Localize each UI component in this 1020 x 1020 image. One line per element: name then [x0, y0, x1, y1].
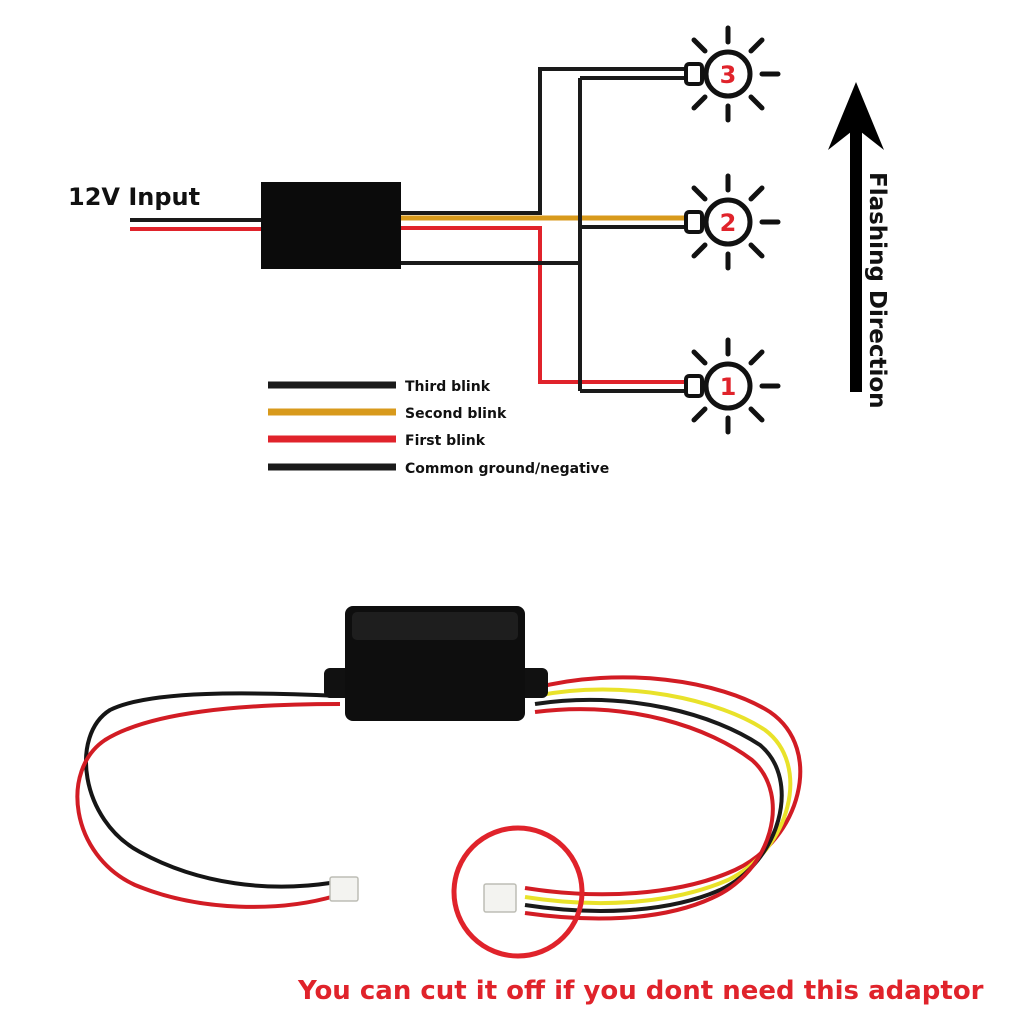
ground-wire-left [84, 691, 341, 889]
flasher-box-highlight [352, 612, 518, 640]
output-connector [483, 883, 517, 913]
bulb-2-icon: 2 [684, 173, 781, 271]
legend: Third blink Second blink First blink Com… [268, 379, 609, 477]
output-wires [401, 67, 690, 393]
mount-tab-right [518, 668, 548, 698]
input-label: 12V Input [68, 183, 200, 211]
red-wire-right-2 [524, 707, 775, 921]
legend-label-second: Second blink [405, 406, 507, 422]
yellow-wire-right [524, 687, 793, 906]
black-wire-right [524, 698, 784, 913]
legend-label-ground: Common ground/negative [405, 461, 609, 477]
direction-label: Flashing Direction [864, 172, 890, 409]
bulb-1-number: 1 [720, 373, 737, 401]
input-wires [130, 218, 262, 231]
red-wire-right [524, 675, 803, 897]
power-wire-left [75, 702, 341, 909]
legend-label-third: Third blink [405, 379, 491, 395]
bulb-3-number: 3 [720, 61, 737, 89]
highlight-circle [451, 825, 585, 959]
input-connector [329, 876, 359, 902]
flasher-module [261, 182, 401, 269]
legend-label-first: First blink [405, 433, 486, 449]
caption: You can cut it off if you dont need this… [297, 976, 984, 1006]
bulb-3-icon: 3 [684, 25, 781, 123]
product-photo [75, 606, 803, 921]
bulb-2-number: 2 [720, 209, 737, 237]
bulb-1-icon: 1 [684, 337, 781, 435]
arrow-up-icon [828, 82, 884, 392]
